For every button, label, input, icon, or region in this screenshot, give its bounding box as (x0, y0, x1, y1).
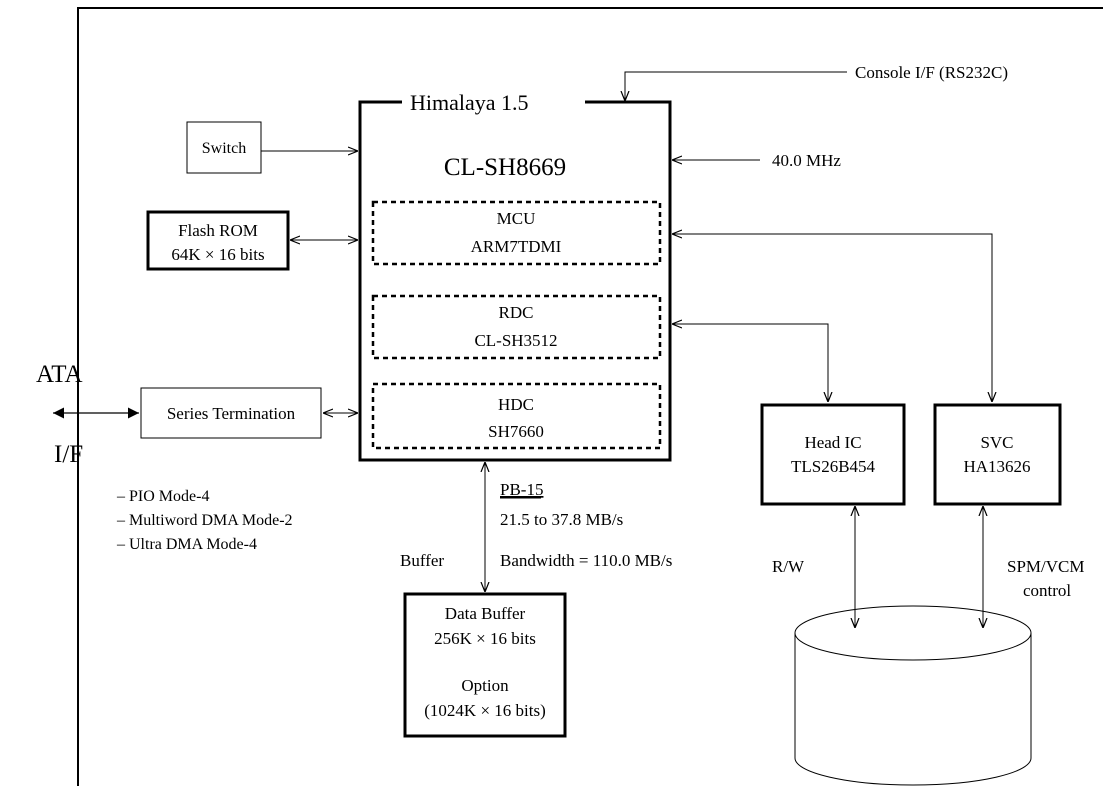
flash-rom-line1: Flash ROM (178, 221, 258, 240)
chip-name: CL-SH8669 (444, 154, 566, 181)
svc-line2: HA13626 (963, 457, 1030, 476)
data-buffer-line2: 256K × 16 bits (434, 629, 536, 648)
data-buffer-box (403, 592, 567, 738)
bus-name: PB-15 (500, 480, 543, 499)
mcu-part: ARM7TDMI (471, 237, 562, 256)
head-ic-line2: TLS26B454 (791, 457, 876, 476)
chip-outer-label: Himalaya 1.5 (410, 90, 529, 115)
hdc-title: HDC (498, 395, 534, 414)
rw-label: R/W (772, 557, 805, 576)
data-buffer-line3: Option (461, 676, 509, 695)
disk-drive-cylinder (794, 605, 1032, 786)
flash-rom-line2: 64K × 16 bits (171, 245, 264, 264)
series-termination-box (140, 387, 322, 439)
svc-line1: SVC (980, 433, 1013, 452)
chip-box (358, 100, 672, 462)
console-label: Console I/F (RS232C) (855, 63, 1008, 82)
mcu-block (371, 200, 662, 266)
rdc-part: CL-SH3512 (474, 331, 557, 350)
clock-label: 40.0 MHz (772, 151, 841, 170)
console-arrow (625, 71, 847, 101)
buffer-label: Buffer (400, 551, 444, 570)
rdc-block (371, 294, 662, 360)
outer-frame (77, 7, 1103, 786)
switch-label: Switch (202, 140, 246, 157)
mcu-title: MCU (497, 209, 536, 228)
head-ic-line1: Head IC (804, 433, 861, 452)
rdc-head-arrow (672, 324, 828, 402)
ata-label: ATA (36, 361, 83, 388)
bus-rate: 21.5 to 37.8 MB/s (500, 510, 623, 529)
head-ic-box (760, 403, 906, 506)
mode-mdma: – Multiword DMA Mode-2 (116, 512, 293, 529)
spm-vcm-line1: SPM/VCM (1007, 557, 1084, 576)
hdc-part: SH7660 (488, 422, 544, 441)
spm-vcm-line2: control (1023, 581, 1071, 600)
flash-rom-box (146, 210, 290, 271)
switch-box (186, 121, 262, 174)
if-label: I/F (54, 441, 83, 468)
rdc-title: RDC (499, 303, 534, 322)
mcu-svc-arrow (672, 234, 992, 402)
data-buffer-line1: Data Buffer (445, 604, 526, 623)
data-buffer-line4: (1024K × 16 bits) (424, 701, 546, 720)
bus-bandwidth: Bandwidth = 110.0 MB/s (500, 551, 672, 570)
hdc-block (371, 382, 662, 450)
mode-udma: – Ultra DMA Mode-4 (116, 536, 257, 553)
series-termination-label: Series Termination (167, 404, 296, 423)
svc-box (933, 403, 1062, 506)
mode-pio: – PIO Mode-4 (116, 488, 209, 505)
